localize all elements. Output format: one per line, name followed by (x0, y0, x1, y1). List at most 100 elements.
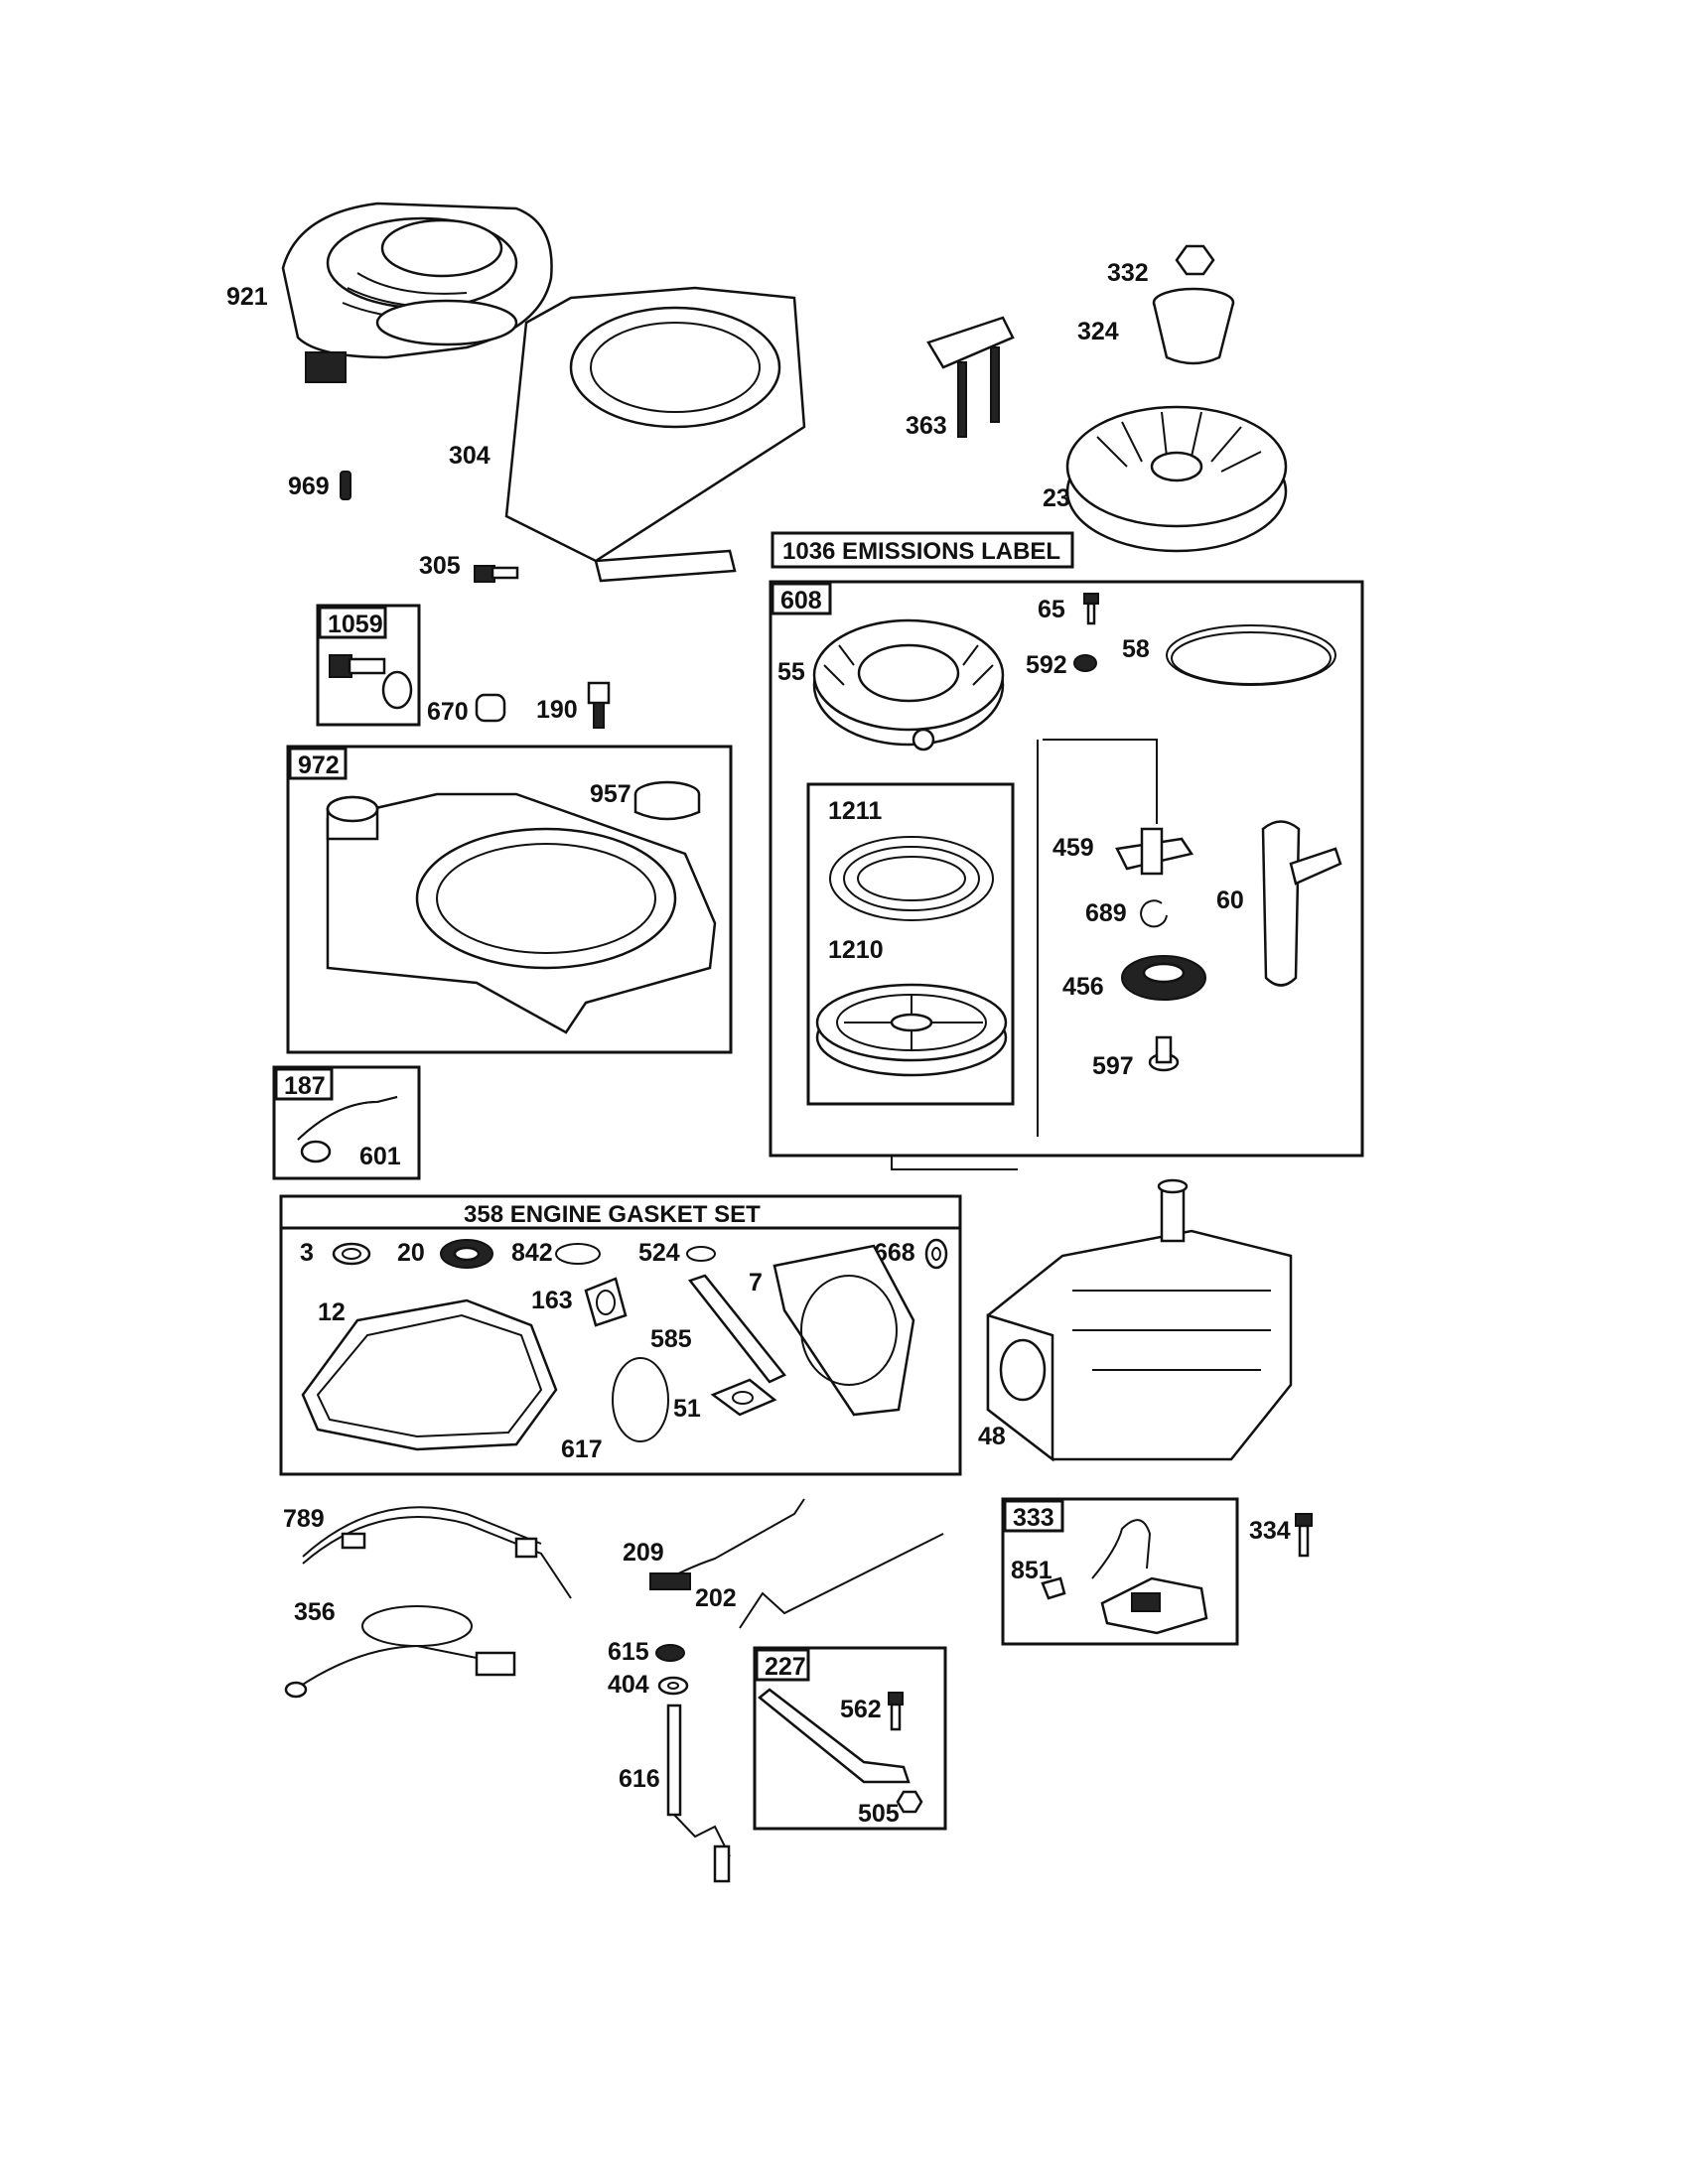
box-227-tag (755, 1648, 810, 1682)
box-333-tag (1003, 1499, 1064, 1533)
part-601-clamp (300, 1140, 332, 1163)
callout-209: 209 (623, 1539, 664, 1567)
callout-356: 356 (294, 1598, 336, 1626)
callout-1211: 1211 (828, 797, 882, 825)
part-592-nut (1073, 654, 1097, 672)
callout-972: 972 (298, 751, 340, 779)
callout-20: 20 (397, 1239, 425, 1267)
part-921-cover (281, 202, 553, 383)
box-187 (272, 1065, 421, 1180)
callout-332: 332 (1107, 259, 1149, 287)
part-1210-pulley (815, 983, 1008, 1077)
part-404-washer (657, 1676, 689, 1696)
part-617-oring (612, 1357, 669, 1442)
callout-48: 48 (978, 1423, 1006, 1450)
part-202-link (739, 1533, 944, 1629)
callout-585: 585 (650, 1325, 692, 1353)
callout-597: 597 (1092, 1052, 1134, 1080)
part-1059-shoulder-bolt (329, 654, 413, 710)
part-324-cup (1152, 287, 1235, 365)
box-pulley-spring (806, 782, 1015, 1106)
callout-459: 459 (1052, 834, 1094, 862)
part-1211-spring (829, 836, 994, 921)
callout-921: 921 (226, 283, 268, 311)
callout-60: 60 (1216, 887, 1244, 914)
part-851-clip (1041, 1576, 1066, 1600)
part-615-washer (655, 1644, 685, 1662)
part-789-wire-harness (302, 1506, 572, 1599)
part-524-oring (686, 1246, 716, 1262)
callout-689: 689 (1085, 899, 1127, 927)
part-597-screw (1148, 1035, 1180, 1072)
callout-404: 404 (608, 1671, 649, 1699)
part-163-gasket (584, 1277, 628, 1327)
callout-851: 851 (1011, 1557, 1052, 1584)
part-356-ground-wire (284, 1605, 516, 1699)
callout-592: 592 (1026, 651, 1067, 679)
box-1059 (316, 604, 421, 727)
callout-227: 227 (765, 1653, 806, 1681)
part-23-flywheel (1065, 405, 1288, 553)
part-51-gasket (710, 1378, 777, 1417)
part-332-nut (1175, 244, 1215, 276)
part-3-seal (332, 1242, 371, 1266)
box-972 (286, 745, 733, 1054)
callout-190: 190 (536, 696, 578, 724)
part-505-nut (896, 1790, 923, 1814)
callout-562: 562 (840, 1696, 882, 1723)
part-65-screw (1083, 593, 1099, 625)
callout-617: 617 (561, 1435, 603, 1463)
callout-969: 969 (288, 473, 330, 500)
part-562-screw (888, 1692, 904, 1731)
box-333 (1001, 1497, 1239, 1646)
box-187-tag (274, 1067, 334, 1101)
callout-363: 363 (906, 412, 947, 440)
callout-670: 670 (427, 698, 469, 726)
callout-334: 334 (1249, 1517, 1291, 1545)
callout-1210: 1210 (828, 936, 884, 964)
box-608-tag (771, 582, 832, 615)
part-209-spring (649, 1498, 805, 1590)
callout-12: 12 (318, 1298, 346, 1326)
callout-1059: 1059 (328, 611, 383, 638)
emissions-label-box (771, 531, 1074, 569)
callout-3: 3 (300, 1239, 314, 1267)
part-585-gasket (687, 1274, 786, 1384)
callout-615: 615 (608, 1638, 649, 1666)
callout-187: 187 (284, 1072, 326, 1100)
part-334-screw (1295, 1513, 1313, 1558)
part-55-starter-housing (812, 618, 1005, 751)
box-1059-tag (318, 606, 387, 639)
part-459-pawl (1115, 827, 1194, 876)
box-227 (753, 1646, 947, 1831)
callout-957: 957 (590, 780, 632, 808)
box-972-tag (288, 747, 348, 780)
callout-202: 202 (695, 1584, 737, 1612)
callout-601: 601 (359, 1143, 401, 1170)
part-969-screw (340, 471, 351, 500)
callout-505: 505 (858, 1800, 900, 1828)
callout-608: 608 (780, 587, 822, 614)
callout-58: 58 (1122, 635, 1150, 663)
part-972-fuel-tank (326, 792, 717, 1034)
callout-51: 51 (673, 1395, 701, 1423)
part-670-spacer (475, 693, 506, 723)
callout-65: 65 (1038, 596, 1065, 623)
part-20-seal (440, 1239, 493, 1269)
part-363-bracket (926, 316, 1015, 438)
callout-163: 163 (531, 1287, 573, 1314)
part-456-ratchet (1121, 955, 1206, 1001)
part-48-engine-block (986, 1178, 1293, 1462)
part-190-fitting (587, 681, 611, 729)
part-12-base-gasket (301, 1298, 558, 1451)
box-gasket-set-title-bar (279, 1194, 962, 1230)
callout-524: 524 (638, 1239, 680, 1267)
callout-304: 304 (449, 442, 491, 470)
part-60-handle (1261, 820, 1342, 987)
callout-456: 456 (1062, 973, 1104, 1001)
gasket-set-title: 358 ENGINE GASKET SET (464, 1201, 761, 1228)
callout-55: 55 (777, 658, 805, 686)
callout-305: 305 (419, 552, 461, 580)
callout-789: 789 (283, 1505, 325, 1533)
